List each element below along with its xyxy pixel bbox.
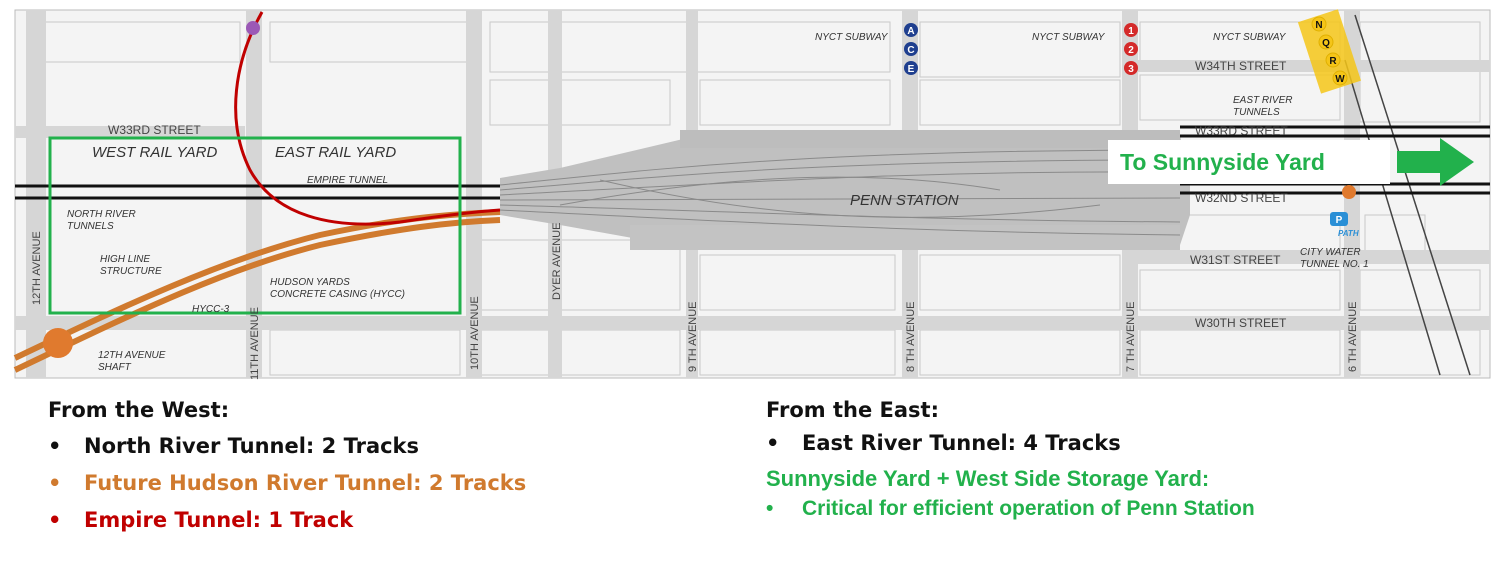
- subway-nqrw-bullets: N Q R W: [1297, 9, 1362, 94]
- legend-yards-heading: Sunnyside Yard + West Side Storage Yard:: [766, 466, 1210, 491]
- svg-text:P: P: [1336, 215, 1343, 226]
- legend-west-item: North River Tunnel: 2 Tracks: [48, 428, 526, 465]
- avenue-dyer: DYER AVENUE: [551, 223, 563, 300]
- label-hycc-1: HUDSON YARDS: [270, 277, 350, 288]
- label-high-line-2: STRUCTURE: [100, 266, 162, 277]
- avenue-8: 8 TH AVENUE: [905, 301, 917, 372]
- penn-station-area-map: W34TH STREET W33RD STREET W33RD STREET W…: [13, 9, 1491, 380]
- line-e: E: [908, 64, 915, 75]
- label-city-water-2: TUNNEL NO. 1: [1300, 259, 1369, 270]
- legend-yards-item: Critical for efficient operation of Penn…: [766, 492, 1255, 526]
- broadway-diagonal: [1344, 14, 1471, 376]
- avenue-12: 12TH AVENUE: [31, 231, 43, 305]
- sunnyside-callout: To Sunnyside Yard: [1108, 138, 1474, 186]
- label-east-river-1: EAST RIVER: [1233, 95, 1292, 106]
- label-penn-station: PENN STATION: [850, 192, 959, 209]
- legend-east-item: East River Tunnel: 4 Tracks: [766, 428, 1255, 458]
- avenue-11: 11TH AVENUE: [249, 307, 261, 380]
- penn-station-tracks: [499, 130, 1190, 250]
- label-path: PATH: [1338, 229, 1359, 238]
- shaft-icon: [43, 328, 73, 358]
- label-hycc3: HYCC-3: [192, 304, 230, 315]
- legend-west-item: Future Hudson River Tunnel: 2 Tracks: [48, 465, 526, 502]
- line-a: A: [907, 26, 914, 37]
- streets: [15, 60, 1490, 330]
- label-high-line-1: HIGH LINE: [100, 254, 150, 265]
- label-subway-123: NYCT SUBWAY: [1032, 32, 1106, 43]
- legend-west-heading: From the West:: [48, 398, 230, 422]
- line-2: 2: [1128, 45, 1134, 56]
- label-city-water-1: CITY WATER: [1300, 247, 1361, 258]
- label-subway-ace: NYCT SUBWAY: [815, 32, 889, 43]
- label-empire-tunnel: EMPIRE TUNNEL: [307, 175, 388, 186]
- line-1: 1: [1128, 26, 1134, 37]
- legend-west-item: Empire Tunnel: 1 Track: [48, 502, 526, 539]
- label-hycc-2: CONCRETE CASING (HYCC): [270, 289, 405, 300]
- empire-tunnel: [234, 11, 501, 226]
- label-west-rail-yard: WEST RAIL YARD: [92, 144, 217, 161]
- arrow-right-icon: [1397, 138, 1474, 186]
- avenue-6: 6 TH AVENUE: [1347, 301, 1359, 372]
- avenue-9: 9 TH AVENUE: [687, 301, 699, 372]
- label-to-sunnyside: To Sunnyside Yard: [1120, 149, 1325, 175]
- legend-west: From the West: North River Tunnel: 2 Tra…: [48, 398, 526, 539]
- avenue-7: 7 TH AVENUE: [1125, 301, 1137, 372]
- label-shaft-1: 12TH AVENUE: [98, 350, 166, 361]
- street-w34: W34TH STREET: [1195, 59, 1287, 73]
- line-n: N: [1315, 20, 1322, 31]
- legend-east-heading: From the East:: [766, 398, 939, 422]
- line-q: Q: [1322, 38, 1330, 49]
- subway-ace-bullets: A C E: [904, 23, 918, 75]
- north-river-tunnels: [15, 184, 500, 200]
- rail-yard-box: [48, 136, 462, 315]
- label-east-rail-yard: EAST RAIL YARD: [275, 144, 396, 161]
- avenue-10: 10TH AVENUE: [469, 296, 481, 370]
- street-w32-east: W32ND STREET: [1195, 191, 1288, 205]
- station-marker-icon: [246, 21, 260, 35]
- label-north-river-2: TUNNELS: [67, 221, 114, 232]
- street-w33-east: W33RD STREET: [1195, 124, 1288, 138]
- street-w33: W33RD STREET: [108, 123, 201, 137]
- line-c: C: [907, 45, 914, 56]
- street-w30: W30TH STREET: [1195, 316, 1287, 330]
- street-w31: W31ST STREET: [1190, 253, 1281, 267]
- label-subway-nqrw: NYCT SUBWAY: [1213, 32, 1287, 43]
- subway-123-bullets: 1 2 3: [1124, 23, 1138, 75]
- path-icon: P PATH: [1330, 185, 1359, 238]
- legend-east: From the East: East River Tunnel: 4 Trac…: [766, 398, 1255, 526]
- line-w: W: [1335, 74, 1345, 85]
- line-3: 3: [1128, 64, 1134, 75]
- label-east-river-2: TUNNELS: [1233, 107, 1280, 118]
- label-north-river-1: NORTH RIVER: [67, 209, 136, 220]
- line-r: R: [1329, 56, 1337, 67]
- label-shaft-2: SHAFT: [98, 362, 132, 373]
